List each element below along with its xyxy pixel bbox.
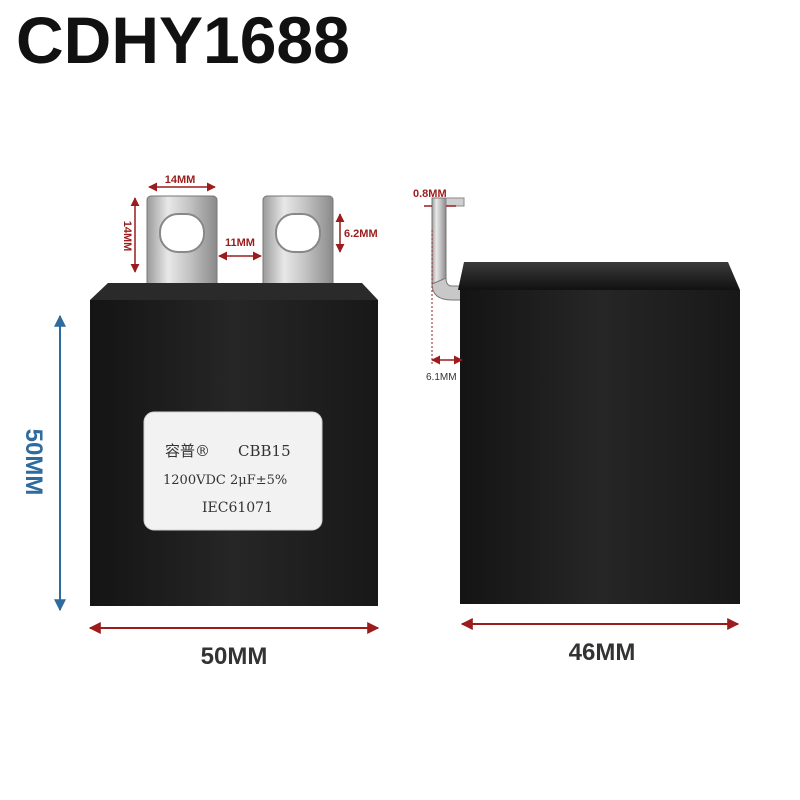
label-model: CBB15 — [238, 442, 291, 460]
height-label: 50MM — [20, 429, 47, 496]
dimension-depth: 46MM — [460, 618, 740, 666]
label-standard: IEC61071 — [202, 500, 273, 516]
width-label: 50MM — [201, 643, 268, 670]
dimension-terminal-height: 14MM — [121, 197, 140, 273]
terminal-spacing-label: 11MM — [225, 237, 255, 249]
dimension-offset: 6.1MM — [426, 230, 463, 383]
dimension-thickness: 0.8MM — [413, 188, 456, 207]
depth-label: 46MM — [569, 639, 636, 666]
dimension-hole: 6.2MM — [335, 213, 378, 253]
capacitor-body-side — [460, 290, 740, 604]
capacitor-side-view — [431, 197, 740, 604]
dimension-terminal-spacing: 11MM — [218, 237, 262, 261]
product-title: CDHY1688 — [16, 3, 350, 77]
capacitor-label — [143, 411, 323, 531]
offset-label: 6.1MM — [426, 372, 457, 383]
dimension-terminal-width: 14MM — [148, 174, 216, 192]
terminal-width-label: 14MM — [165, 174, 196, 186]
dimension-width: 50MM — [88, 622, 380, 670]
label-rating: 1200VDC 2μF±5% — [163, 473, 287, 488]
label-brand: 容普® — [165, 442, 210, 460]
capacitor-front-view: 容普® CBB15 1200VDC 2μF±5% IEC61071 — [90, 195, 378, 606]
thickness-label: 0.8MM — [413, 188, 447, 200]
terminal-height-label: 14MM — [121, 221, 133, 252]
dimension-height: 50MM — [20, 314, 66, 612]
hole-label: 6.2MM — [344, 228, 378, 240]
